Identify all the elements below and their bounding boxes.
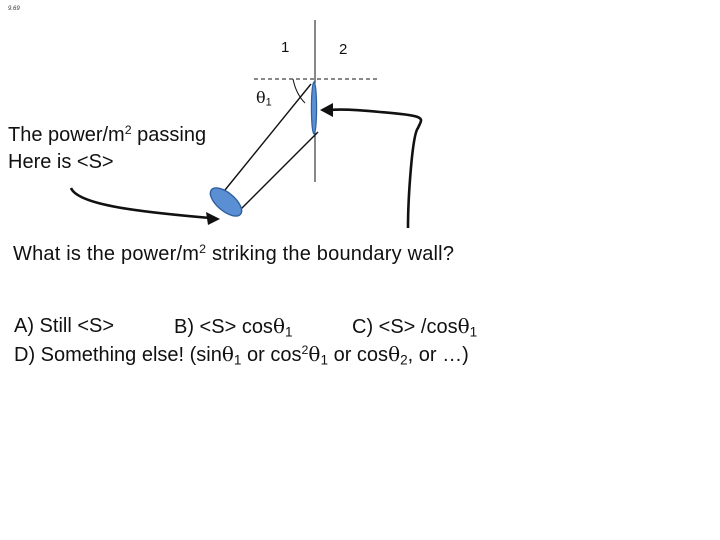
caption-line-1: The power/m2 passing <box>8 124 206 145</box>
option-c-theta: θ <box>457 314 470 338</box>
option-c: C) <S> /cosθ1 <box>352 316 477 339</box>
slide-number: 9.69 <box>8 6 20 12</box>
option-d-sub-3: 2 <box>400 352 408 368</box>
option-b-pre: B) <S> cos <box>174 316 273 338</box>
angle-symbol: θ <box>256 88 266 107</box>
right-pointer-arrow <box>329 108 423 229</box>
angle-arc <box>292 78 306 104</box>
option-b-sub: 1 <box>284 324 293 340</box>
beam-edge-lower <box>239 131 319 211</box>
option-d-post: , or …) <box>407 344 469 366</box>
option-d-sub-1: 1 <box>233 352 242 368</box>
region-1-label: 1 <box>281 39 290 56</box>
left-pointer-arrow <box>69 187 211 220</box>
angle-subscript: 1 <box>265 96 272 109</box>
caption-line-2: Here is <S> <box>8 151 114 173</box>
option-d-theta-2: θ <box>308 342 321 366</box>
question-pre: What is the power/m <box>13 242 200 265</box>
beam-cross-section <box>209 187 243 217</box>
caption-line-1-post: passing <box>131 123 207 146</box>
question-sup: 2 <box>199 242 207 256</box>
option-d-mid-2: or cos <box>328 344 389 366</box>
question-text: What is the power/m2 striking the bounda… <box>13 243 454 264</box>
option-d-mid-1: or cos <box>241 344 302 366</box>
option-d-sub-2: 1 <box>320 352 329 368</box>
option-b-theta: θ <box>272 314 285 338</box>
option-d-theta-3: θ <box>388 342 401 366</box>
question-post: striking the boundary wall? <box>206 242 455 265</box>
beam-footprint-on-wall <box>310 81 318 135</box>
caption-line-1-pre: The power/m <box>8 123 125 146</box>
option-c-sub: 1 <box>469 324 478 340</box>
option-d-pre: D) Something else! (sin <box>14 344 222 366</box>
option-c-pre: C) <S> /cos <box>352 316 458 338</box>
option-a: A) Still <S> <box>14 315 115 337</box>
option-d-theta-1: θ <box>221 342 234 366</box>
right-arrowhead <box>320 103 333 117</box>
beam-edge-upper <box>224 83 312 191</box>
left-arrowhead <box>206 212 220 225</box>
caption-line-1-sup: 2 <box>124 123 132 137</box>
angle-theta1-label: θ1 <box>256 90 272 109</box>
option-d-sup: 2 <box>301 343 309 358</box>
region-2-label: 2 <box>339 41 348 58</box>
option-b: B) <S> cosθ1 <box>174 316 293 339</box>
option-d: D) Something else! (sinθ1 or cos2θ1 or c… <box>14 344 469 367</box>
